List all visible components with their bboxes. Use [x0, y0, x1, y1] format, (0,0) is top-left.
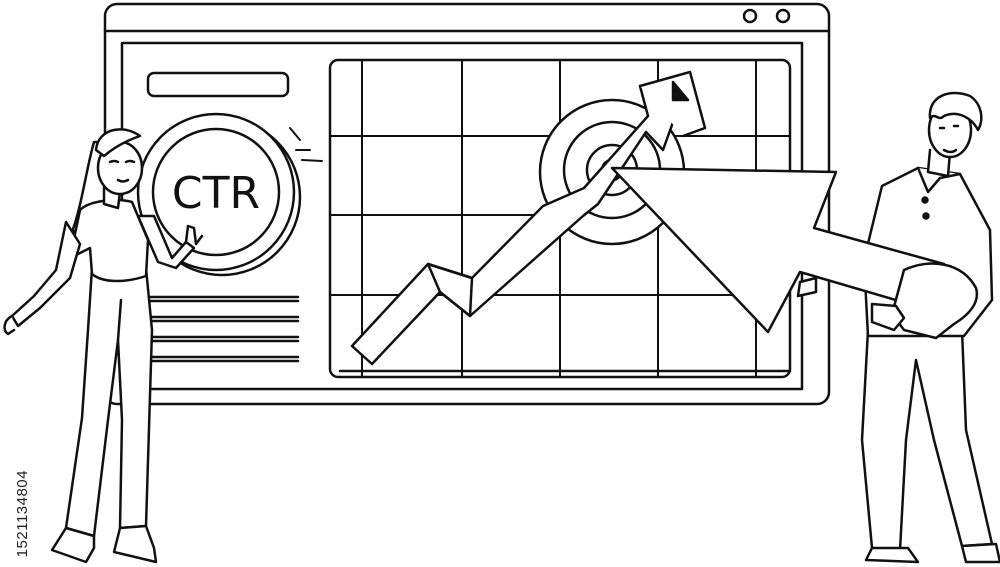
growth-arrow-icon — [350, 70, 707, 366]
window-control-dot — [742, 8, 758, 24]
title-placeholder-bar — [146, 71, 290, 98]
woman-figure — [3, 128, 204, 564]
ctr-coin — [136, 112, 302, 277]
window-control-dot — [775, 8, 791, 24]
sparkle-lines — [289, 127, 323, 162]
text-placeholder-lines — [148, 295, 300, 363]
stock-id-watermark: 1521134804 — [14, 470, 31, 558]
ctr-label: CTR — [172, 168, 260, 219]
man-arms — [796, 262, 979, 340]
